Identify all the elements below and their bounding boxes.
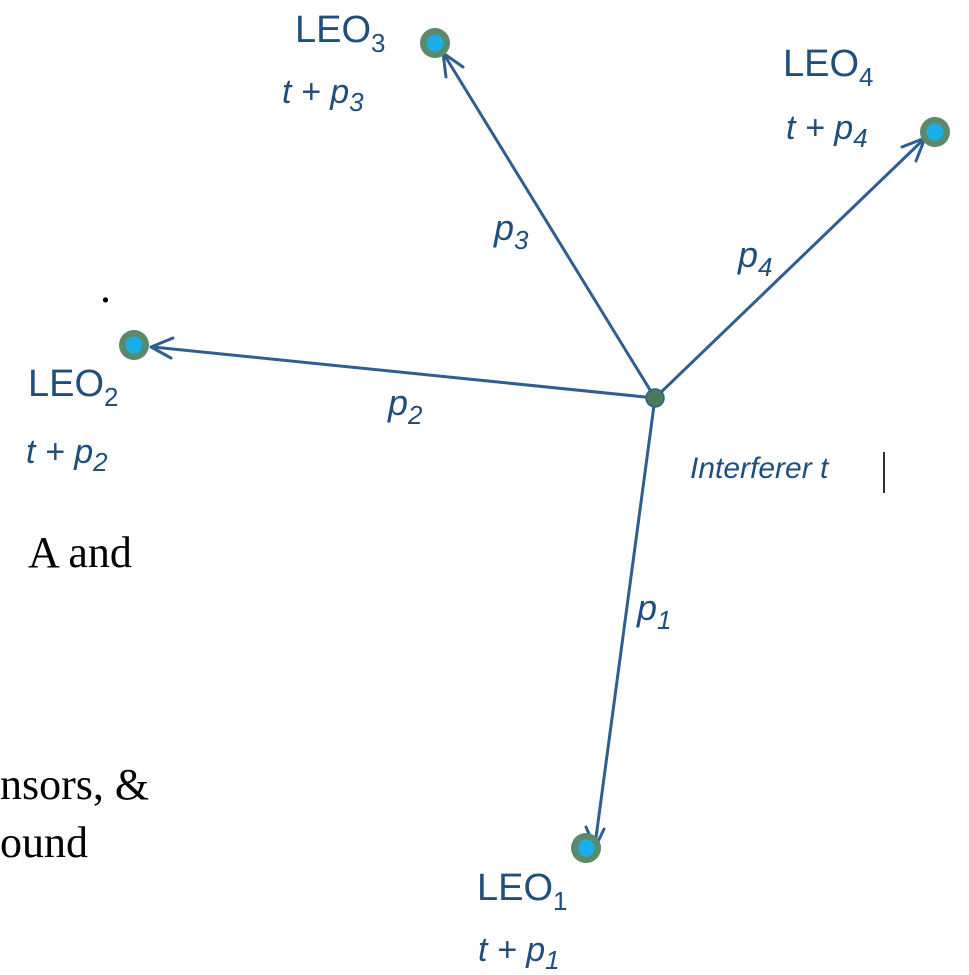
leo2-name-label: LEO2 [28, 363, 119, 412]
bg-text-line3: nsors, & [0, 760, 149, 809]
bg-text-line4: ound [0, 818, 88, 867]
leo1-time-label: t + p1 [478, 931, 560, 975]
path-p2-label: p2 [387, 382, 423, 430]
background-slide-text: . A and nsors, & ound [0, 263, 149, 867]
path-p3-label: p3 [493, 207, 529, 255]
path-p1-label: p1 [636, 587, 672, 635]
satellite-markers [119, 28, 950, 863]
leo3-time-label: t + p3 [282, 73, 364, 117]
bg-text-line1: . [100, 263, 111, 312]
leo4-time-label: t + p4 [786, 109, 868, 153]
satellite-leo2-marker [119, 330, 149, 360]
link-to-leo4 [653, 138, 925, 400]
bg-text-line2: A and [28, 528, 132, 577]
leo4-name-label: LEO4 [783, 43, 874, 92]
arrowhead-leo3 [441, 51, 465, 79]
link-to-leo3 [443, 55, 657, 399]
satellite-leo3-marker [420, 28, 450, 58]
propagation-links [149, 51, 927, 850]
link-to-leo2 [152, 345, 656, 400]
link-to-leo1 [593, 397, 657, 846]
leo2-time-label: t + p2 [26, 433, 108, 477]
satellite-leo1-marker [571, 833, 601, 863]
interferer-origin-dot [645, 388, 665, 408]
leo1-name-label: LEO1 [477, 867, 568, 916]
path-p4-label: p4 [737, 234, 773, 282]
arrowhead-leo2 [149, 336, 175, 360]
satellite-leo4-marker [920, 117, 950, 147]
interferer-label: Interferer t [690, 452, 830, 485]
leo3-name-label: LEO3 [295, 9, 386, 58]
